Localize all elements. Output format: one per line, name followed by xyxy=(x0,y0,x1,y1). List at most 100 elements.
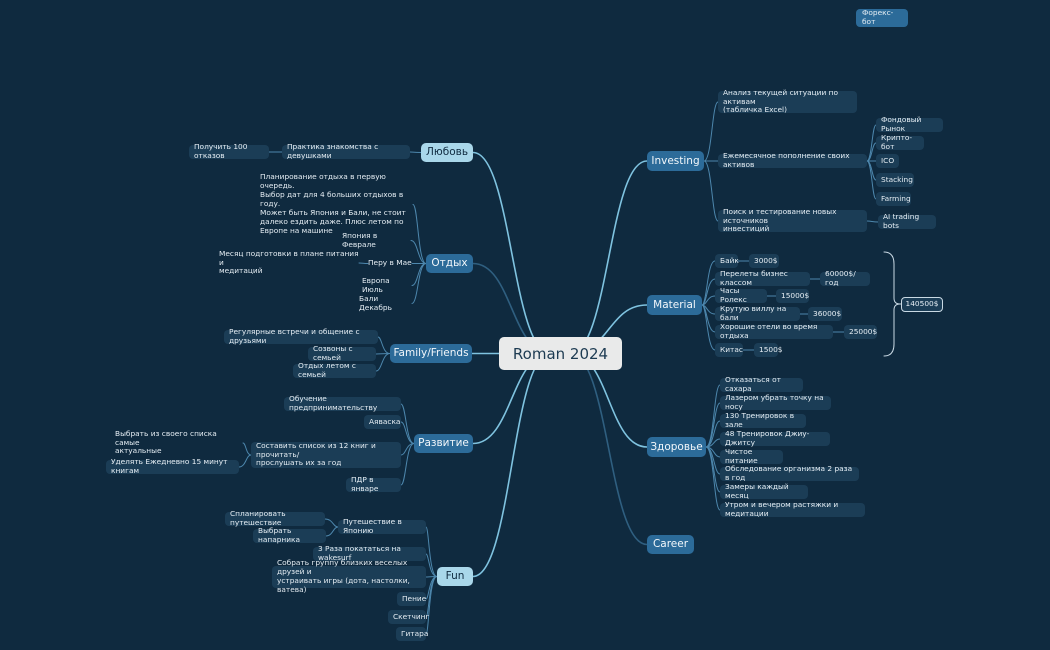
material-summary-total[interactable]: 140500$ xyxy=(901,297,943,312)
edge-family-1 xyxy=(375,353,391,355)
subleaf-investing-1-4[interactable]: Farming xyxy=(876,192,911,206)
leaf-investing-0[interactable]: Анализ текущей ситуации по активам (табл… xyxy=(718,88,857,114)
edge-zdorovie-5 xyxy=(705,446,721,475)
subleaf-investing-1-2[interactable]: ICO xyxy=(876,154,899,168)
edge-zdorovie-0 xyxy=(705,384,721,448)
leaf-family-2[interactable]: Отдых летом с семьей xyxy=(293,361,376,379)
leaf-otdyh-3[interactable]: Европа Июль xyxy=(362,275,390,294)
branch-fun[interactable]: Fun xyxy=(437,567,473,586)
edge-razvitie-3 xyxy=(400,443,415,486)
branch-family[interactable]: Family/Friends xyxy=(390,344,472,363)
material-summary-bracket xyxy=(883,251,901,357)
leaf-zdorovie-0[interactable]: Отказаться от сахара xyxy=(720,375,803,393)
leaf-fun-5[interactable]: Гитара xyxy=(396,627,428,641)
leaf-otdyh-1[interactable]: Япония в Феврале xyxy=(342,230,378,249)
root-topic[interactable]: Roman 2024 xyxy=(499,337,622,370)
branch-career[interactable]: Career xyxy=(647,535,694,554)
edge-sub-fun-0-0 xyxy=(324,518,339,528)
edge-material-4 xyxy=(701,304,716,333)
edge-zdorovie-4 xyxy=(705,446,721,458)
leaf-lyubov-0[interactable]: Практика знакомства с девушками xyxy=(282,142,410,160)
edge-zdorovie-2 xyxy=(705,420,721,448)
leaf-razvitie-2[interactable]: Составить список из 12 книг и прочитать/… xyxy=(251,441,401,468)
leaf-investing-2[interactable]: Поиск и тестирование новых источников ин… xyxy=(718,207,867,233)
edge-material-2 xyxy=(701,295,716,306)
leaf-zdorovie-6[interactable]: Замеры каждый месяц xyxy=(720,482,808,500)
edge-fun-3 xyxy=(425,576,438,600)
leaf-material-3[interactable]: Крутую виллу на бали xyxy=(715,304,800,322)
edge-otdyh-1 xyxy=(410,240,427,264)
branch-zdorovie[interactable]: Здоровье xyxy=(647,437,706,457)
leaf-zdorovie-2[interactable]: 130 Тренировок в зале xyxy=(720,411,806,429)
subleaf-razvitie-2-0[interactable]: Выбрать из своего списка самые актуальны… xyxy=(115,428,217,456)
edge-material-1 xyxy=(701,278,716,306)
subleaf-otdyh-2-0[interactable]: Месяц подготовки в плане питания и медит… xyxy=(219,248,359,276)
leaf-material-5[interactable]: Китас xyxy=(715,343,743,357)
subleaf-material-3-0[interactable]: 36000$ xyxy=(808,307,842,321)
subleaf-material-5-0[interactable]: 1500$ xyxy=(754,343,783,357)
leaf-razvitie-0[interactable]: Обучение предпринимательству xyxy=(284,394,401,412)
subleaf-material-1-0[interactable]: 60000$/год xyxy=(820,269,870,287)
branch-lyubov[interactable]: Любовь xyxy=(421,143,473,162)
subleaf-material-4-0[interactable]: 25000$ xyxy=(844,325,877,339)
leaf-family-0[interactable]: Регулярные встречи и общение с друзьями xyxy=(224,327,378,345)
edge-zdorovie-1 xyxy=(705,402,721,448)
leaf-family-1[interactable]: Созвоны с семьей xyxy=(308,344,376,362)
subleaf-razvitie-2-1[interactable]: Уделять Ежедневно 15 минут книгам xyxy=(106,457,239,475)
edge-root-lyubov xyxy=(472,151,552,355)
subleaf-fun-0-1[interactable]: Выбрать напарника xyxy=(253,526,326,544)
leaf-razvitie-3[interactable]: ПДР в январе xyxy=(346,475,401,493)
leaf-material-2[interactable]: Часы Ролекс xyxy=(715,286,767,304)
leaf-razvitie-1[interactable]: Аяваска xyxy=(364,415,401,429)
edge-family-2 xyxy=(375,353,391,372)
branch-otdyh[interactable]: Отдых xyxy=(426,254,473,273)
leaf-zdorovie-4[interactable]: Чистое питание xyxy=(720,447,783,465)
subleaf-material-0-0[interactable]: 3000$ xyxy=(749,254,779,268)
edge-sub-investing-1-0 xyxy=(866,124,877,162)
edge-sub-razvitie-2-0 xyxy=(242,442,252,456)
leaf-fun-3[interactable]: Пение xyxy=(397,592,426,606)
edge-material-5 xyxy=(701,304,716,351)
branch-razvitie[interactable]: Развитие xyxy=(414,434,473,453)
subleaf-fun-0-0[interactable]: Спланировать путешествие xyxy=(225,509,325,527)
edge-sub-otdyh-2-0 xyxy=(358,262,369,264)
leaf-investing-1[interactable]: Ежемесячное пополнение своих активов xyxy=(718,151,867,169)
leaf-fun-4[interactable]: Скетчинг xyxy=(388,610,429,624)
edge-sub-investing-1-3 xyxy=(866,160,877,181)
subleaf-investing-1-1[interactable]: Крипто-бот xyxy=(876,133,924,151)
subleaf-investing-1-0[interactable]: Фондовый Рынок xyxy=(876,115,943,133)
subleaf-investing-2-0[interactable]: AI trading bots xyxy=(878,212,936,230)
leaf-fun-0[interactable]: Путешествие в Японию xyxy=(338,517,426,535)
edge-material-3 xyxy=(701,304,716,315)
edge-family-0 xyxy=(377,336,391,354)
branch-material[interactable]: Material xyxy=(647,295,702,315)
edge-otdyh-0 xyxy=(412,204,427,264)
edge-otdyh-4 xyxy=(411,263,427,304)
leaf-zdorovie-3[interactable]: 48 Тренировок Джиу-Джитсу xyxy=(720,429,830,447)
subleaf-lyubov-0-0[interactable]: Получить 100 отказов xyxy=(189,142,269,160)
leaf-otdyh-2[interactable]: Перу в Мае xyxy=(368,258,412,268)
subleaf-investing-1-3[interactable]: Stacking xyxy=(876,173,914,187)
leaf-zdorovie-5[interactable]: Обследование организма 2 раза в год xyxy=(720,464,859,482)
leaf-material-4[interactable]: Хорошие отели во время отдыха xyxy=(715,322,833,340)
subleaf-material-2-0[interactable]: 15000$ xyxy=(776,289,809,303)
leaf-fun-1[interactable]: 3 Раза покататься на wakesurf xyxy=(313,544,426,562)
edge-sub-investing-2-0 xyxy=(866,220,879,223)
edge-razvitie-0 xyxy=(400,403,415,444)
leaf-zdorovie-7[interactable]: Утром и вечером растяжки и медитации xyxy=(720,500,865,518)
leaf-otdyh-4[interactable]: Бали Декабрь xyxy=(359,293,392,312)
edge-fun-4 xyxy=(425,576,438,618)
edge-fun-0 xyxy=(425,526,438,577)
edge-zdorovie-6 xyxy=(705,446,721,493)
edge-lyubov-0 xyxy=(409,151,422,153)
edge-razvitie-2 xyxy=(400,443,415,456)
floating-topic-forex-bot[interactable]: Форекс-бот xyxy=(856,8,908,27)
leaf-material-1[interactable]: Перелеты бизнес классом xyxy=(715,269,810,287)
leaf-fun-2[interactable]: Собрать группу близких веселых друзей и … xyxy=(272,558,426,594)
leaf-zdorovie-1[interactable]: Лазером убрать точку на носу xyxy=(720,393,831,411)
leaf-otdyh-0[interactable]: Планирование отдыха в первую очередь. Вы… xyxy=(260,172,406,235)
branch-investing[interactable]: Investing xyxy=(647,151,704,171)
edge-root-investing xyxy=(569,160,648,355)
leaf-material-0[interactable]: Байк xyxy=(715,254,739,268)
